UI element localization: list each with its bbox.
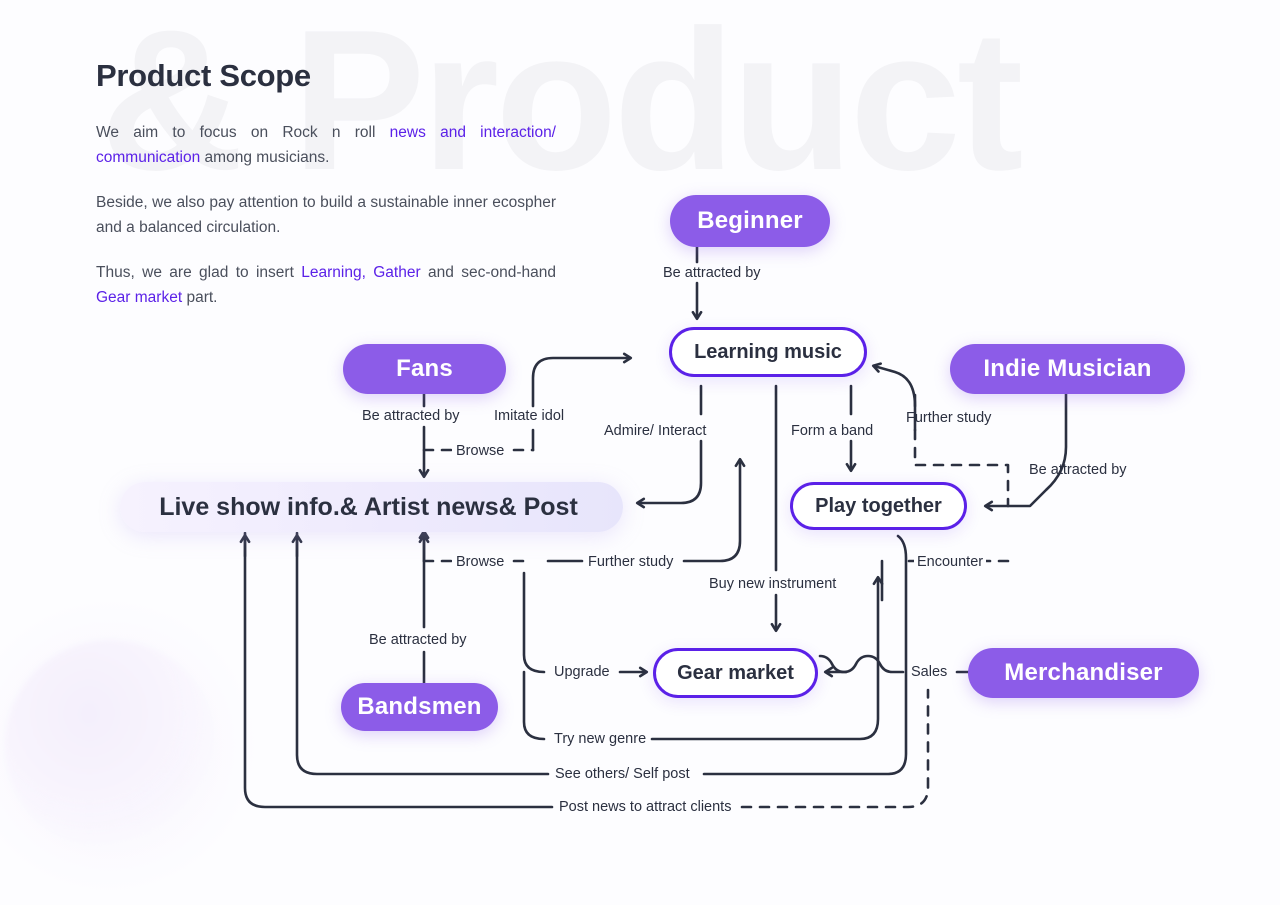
edge-label-browse-top: Browse bbox=[452, 444, 509, 459]
intro-p1-tail: among musicians. bbox=[200, 149, 330, 166]
intro-paragraph-1: We aim to focus on Rock n roll news and … bbox=[96, 120, 556, 170]
edge-label-admire-interact: Admire/ Interact bbox=[604, 423, 707, 439]
node-gear-market[interactable]: Gear market bbox=[653, 648, 818, 698]
intro-p3-tail: part. bbox=[182, 289, 218, 306]
node-fans[interactable]: Fans bbox=[343, 344, 506, 394]
node-gear-market-label: Gear market bbox=[677, 661, 794, 684]
edge-label-be-attracted-by-fans: Be attracted by bbox=[362, 408, 460, 424]
node-merchandiser-label: Merchandiser bbox=[1004, 659, 1163, 686]
node-fans-label: Fans bbox=[396, 355, 453, 382]
intro-paragraph-3: Thus, we are glad to insert Learning, Ga… bbox=[96, 260, 556, 310]
intro-p3-mid: and sec-ond-hand bbox=[420, 264, 556, 281]
edge-label-form-a-band: Form a band bbox=[791, 423, 874, 439]
edge-try-new-genre bbox=[650, 575, 884, 741]
edge-label-browse-bottom: Browse bbox=[452, 555, 509, 570]
edge-sales-hook bbox=[818, 654, 905, 674]
edge-label-be-attracted-by-bandsmen: Be attracted by bbox=[369, 632, 467, 648]
node-play-together-label: Play together bbox=[815, 494, 942, 517]
node-learning-music-label: Learning music bbox=[694, 340, 842, 363]
intro-paragraph-2: Beside, we also pay attention to build a… bbox=[96, 194, 556, 236]
edge-label-be-attracted-by-beginner: Be attracted by bbox=[663, 265, 761, 281]
edge-post-news-left bbox=[243, 531, 554, 809]
edge-label-imitate-idol: Imitate idol bbox=[494, 408, 565, 424]
edge-bandsmen-spine-lower bbox=[522, 670, 546, 741]
edge-label-post-news-to-attract-clients: Post news to attract clients bbox=[556, 800, 735, 815]
background-glow-circle bbox=[5, 640, 215, 850]
node-bandsmen-label: Bandsmen bbox=[357, 693, 482, 720]
edge-label-further-study-liveshow: Further study bbox=[586, 554, 676, 570]
edge-further-study-dashed bbox=[913, 428, 1010, 508]
edge-fans-learning bbox=[531, 352, 633, 408]
node-beginner[interactable]: Beginner bbox=[670, 195, 830, 247]
node-live-show-info-label: Live show info.& Artist news& Post bbox=[159, 492, 578, 521]
intro-p1-highlight: news and interaction/ communication bbox=[96, 124, 556, 166]
edge-see-others-right bbox=[702, 534, 908, 776]
intro-p3-highlight-1: Learning, Gather bbox=[301, 264, 421, 281]
node-learning-music[interactable]: Learning music bbox=[669, 327, 867, 377]
edge-label-sales: Sales bbox=[908, 665, 951, 680]
edge-bandsmen-spine bbox=[522, 571, 546, 674]
edge-label-upgrade: Upgrade bbox=[554, 664, 610, 680]
intro-block: Product Scope We aim to focus on Rock n … bbox=[96, 58, 556, 310]
edge-label-see-others-self-post: See others/ Self post bbox=[552, 767, 693, 782]
edge-label-further-study-indie: Further study bbox=[906, 410, 992, 426]
edge-label-try-new-genre: Try new genre bbox=[551, 732, 650, 747]
node-live-show-info[interactable]: Live show info.& Artist news& Post bbox=[120, 482, 623, 532]
node-beginner-label: Beginner bbox=[697, 207, 803, 234]
intro-p3-highlight-2: Gear market bbox=[96, 289, 183, 306]
edge-learning-liveshow-arrow bbox=[635, 439, 703, 509]
edge-label-buy-new-instrument: Buy new instrument bbox=[705, 577, 841, 592]
intro-p3-lead: Thus, we are glad to insert bbox=[96, 264, 302, 281]
edge-see-others-left bbox=[295, 531, 550, 776]
node-merchandiser[interactable]: Merchandiser bbox=[968, 648, 1199, 698]
watermark-text: & Product bbox=[100, 0, 1024, 212]
edge-label-be-attracted-by-indie: Be attracted by bbox=[1029, 462, 1127, 478]
node-play-together[interactable]: Play together bbox=[790, 482, 967, 530]
edge-further-study-line2 bbox=[682, 457, 746, 563]
node-indie-musician-label: Indie Musician bbox=[983, 355, 1152, 382]
node-bandsmen[interactable]: Bandsmen bbox=[341, 683, 498, 731]
page-title: Product Scope bbox=[96, 58, 311, 93]
edge-post-news-dashed bbox=[740, 688, 930, 809]
edge-label-encounter: Encounter bbox=[914, 555, 987, 570]
intro-p1-lead: We aim to focus on Rock n roll bbox=[96, 124, 390, 141]
edge-indie-play bbox=[983, 392, 1068, 512]
node-indie-musician[interactable]: Indie Musician bbox=[950, 344, 1185, 394]
